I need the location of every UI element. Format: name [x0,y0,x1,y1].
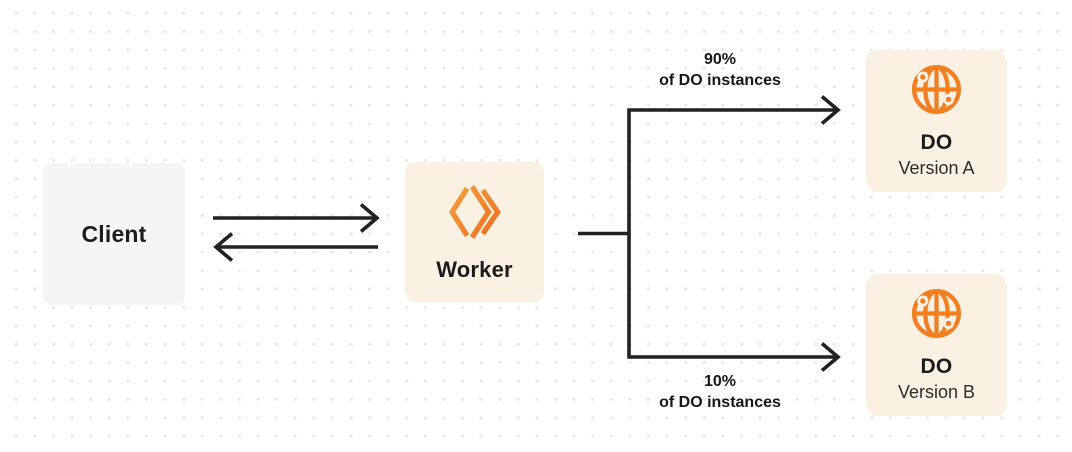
edge-label-90-percent-value: 90% [703,51,737,68]
node-client: Client [43,163,185,305]
edge-label-10-percent: 10% of DO instances [600,371,840,413]
branch-trunk-line [627,108,836,359]
worker-label: Worker [436,257,513,282]
do-a-sublabel: Version A [898,158,975,178]
client-label: Client [81,220,147,247]
node-worker: Worker [405,162,544,302]
arrow-to-do-a-head-icon [820,95,841,125]
globe-icon [909,286,964,341]
arrow-client-to-worker-head-icon [359,203,380,233]
arrow-to-do-b-head-icon [820,342,841,372]
edge-label-10-percent-value: 10% [703,373,737,390]
cloudflare-workers-logo-icon [448,183,501,241]
node-do-version-a: DO Version A [866,50,1007,192]
do-a-label: DO [920,131,953,154]
do-b-label: DO [920,355,953,378]
arrow-worker-to-client-head-icon [213,232,234,262]
edge-label-90-percent-caption: of DO instances [659,72,781,89]
node-do-version-b: DO Version B [866,274,1007,416]
edge-label-90-percent: 90% of DO instances [600,49,840,91]
edge-label-10-percent-caption: of DO instances [659,394,781,411]
globe-icon [909,62,964,117]
do-b-sublabel: Version B [897,382,976,402]
